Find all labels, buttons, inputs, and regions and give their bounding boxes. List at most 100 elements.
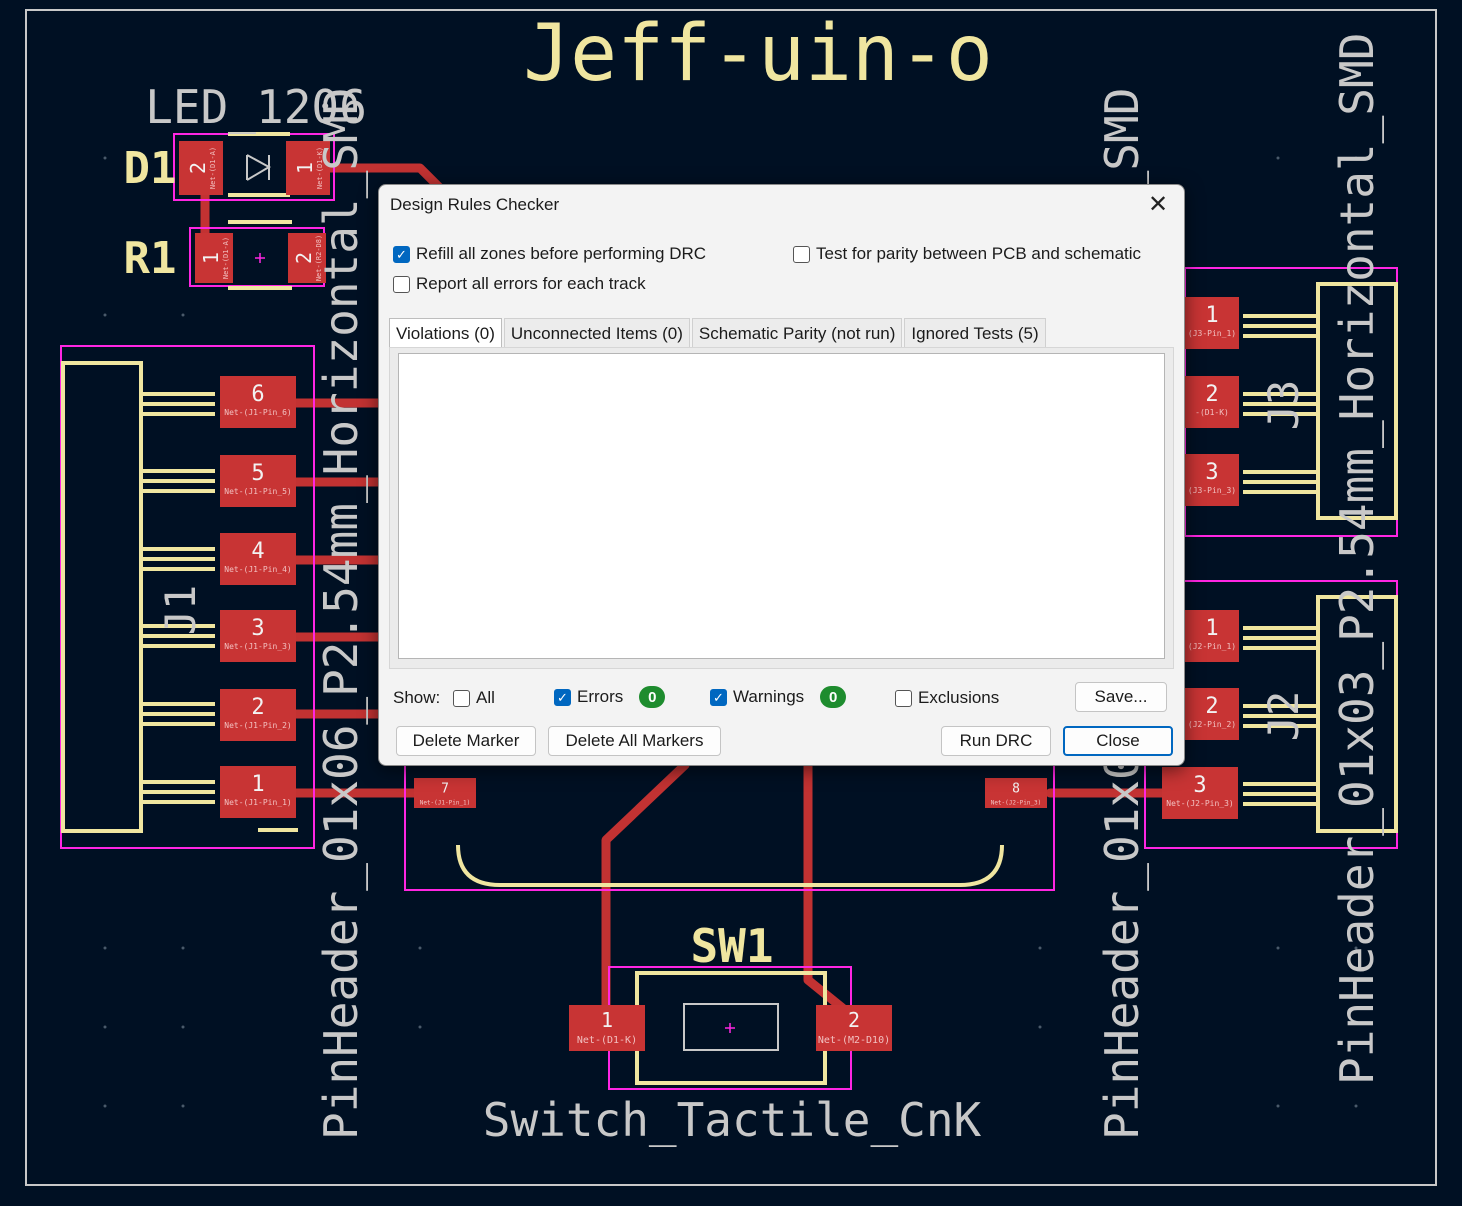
pad-number: 3 bbox=[1193, 773, 1206, 798]
pad-number: 8 bbox=[1012, 781, 1020, 796]
pad-net-name: Net-(J1-Pin_1) bbox=[224, 798, 291, 807]
close-button[interactable]: Close bbox=[1063, 726, 1173, 756]
pad: 2(J2-Pin_2) bbox=[1185, 688, 1239, 740]
pad-copper bbox=[220, 376, 296, 428]
pad-copper bbox=[286, 141, 330, 195]
show-exclusions-label: Exclusions bbox=[918, 688, 1000, 707]
show-errors-label: Errors bbox=[577, 687, 624, 706]
pad-net-name: (J3-Pin_3) bbox=[1188, 486, 1236, 495]
grid-dots bbox=[103, 156, 1358, 1108]
parity-label: Test for parity between PCB and schemati… bbox=[816, 244, 1142, 263]
pad: 3(J3-Pin_3) bbox=[1185, 454, 1239, 506]
delete-all-markers-button[interactable]: Delete All Markers bbox=[548, 726, 721, 756]
pad-copper bbox=[195, 233, 233, 283]
pad-net-name: Net-(J1-Pin_3) bbox=[224, 642, 291, 651]
pad-number: 2 bbox=[292, 252, 316, 264]
show-exclusions-checkbox[interactable]: Exclusions bbox=[895, 688, 999, 708]
fab-outlines bbox=[246, 154, 779, 1051]
pad-number: 2 bbox=[1205, 382, 1218, 407]
j3-footprint-name: PinHeader_01x03_P2.54mm_Horizontal_SMD bbox=[1330, 33, 1384, 1085]
pad-number: 5 bbox=[251, 461, 264, 486]
checkbox-box[interactable] bbox=[453, 689, 470, 707]
pad-copper bbox=[220, 766, 296, 818]
pad: 2-(D1-K) bbox=[1185, 376, 1239, 428]
report-all-errors-checkbox[interactable]: Report all errors for each track bbox=[393, 274, 646, 294]
ref-d1: D1 bbox=[124, 143, 177, 194]
pad-copper bbox=[220, 533, 296, 585]
pad-number: 1 bbox=[251, 772, 264, 797]
pad-copper bbox=[179, 141, 223, 195]
checkbox-box[interactable]: ✓ bbox=[554, 688, 571, 706]
pad-number: 1 bbox=[601, 1008, 613, 1032]
pad-net-name: Net-(D1-K) bbox=[316, 147, 324, 189]
pad-net-name: Net-(M2-D10) bbox=[818, 1035, 890, 1046]
tab-violations[interactable]: Violations (0) bbox=[389, 318, 502, 349]
tab-unconnected-items[interactable]: Unconnected Items (0) bbox=[503, 318, 690, 349]
checkbox-box[interactable]: ✓ bbox=[393, 245, 410, 263]
pad-net-name: (J3-Pin_1) bbox=[1188, 329, 1236, 338]
led-footprint-name: LED_1206 bbox=[145, 80, 367, 134]
delete-marker-button[interactable]: Delete Marker bbox=[396, 726, 536, 756]
save-button[interactable]: Save... bbox=[1075, 682, 1167, 712]
run-drc-button[interactable]: Run DRC bbox=[941, 726, 1051, 756]
pad-copper bbox=[220, 610, 296, 662]
pad-copper bbox=[220, 689, 296, 741]
pad-number: 2 bbox=[186, 162, 210, 174]
refill-zones-checkbox[interactable]: ✓ Refill all zones before performing DRC bbox=[393, 244, 706, 264]
pad-number: 3 bbox=[251, 616, 264, 641]
warnings-count-badge: 0 bbox=[820, 686, 847, 708]
pad-copper bbox=[569, 1005, 645, 1051]
pad-net-name: Net-(J2-Pin_3) bbox=[991, 799, 1042, 806]
show-all-checkbox[interactable]: All bbox=[453, 688, 495, 708]
violations-list[interactable] bbox=[398, 353, 1165, 659]
pad-copper bbox=[288, 233, 326, 283]
pad-net-name: Net-(J1-Pin_6) bbox=[224, 408, 291, 417]
checkbox-box[interactable] bbox=[393, 275, 410, 293]
anchor-marks bbox=[255, 253, 735, 1033]
ref-sw1: SW1 bbox=[690, 919, 773, 973]
report-all-errors-label: Report all errors for each track bbox=[416, 274, 646, 293]
pad-number: 1 bbox=[199, 252, 223, 264]
checkbox-box[interactable] bbox=[895, 689, 912, 707]
pad-copper bbox=[985, 778, 1047, 808]
pad-net-name: -(D1-K) bbox=[1195, 408, 1229, 417]
pad-copper bbox=[220, 455, 296, 507]
pad-number: 6 bbox=[251, 382, 264, 407]
pad: 1(J2-Pin_1) bbox=[1185, 610, 1239, 662]
pad-number: 2 bbox=[1205, 694, 1218, 719]
pad-net-name: Net-(J1-Pin_5) bbox=[224, 487, 291, 496]
pad-number: 1 bbox=[293, 162, 317, 174]
pad-number: 2 bbox=[848, 1008, 860, 1032]
errors-count-badge: 0 bbox=[639, 686, 666, 708]
checkbox-box[interactable]: ✓ bbox=[710, 688, 727, 706]
tab-ignored-tests[interactable]: Ignored Tests (5) bbox=[904, 318, 1046, 349]
pad-number: 7 bbox=[441, 781, 449, 796]
close-icon[interactable]: ✕ bbox=[1147, 191, 1169, 218]
pad-number: 2 bbox=[251, 695, 264, 720]
pad-copper bbox=[1185, 376, 1239, 428]
parity-checkbox[interactable]: Test for parity between PCB and schemati… bbox=[793, 244, 1141, 264]
show-all-label: All bbox=[476, 688, 495, 707]
results-panel bbox=[389, 347, 1174, 669]
pad-number: 1 bbox=[1205, 616, 1218, 641]
dialog-title: Design Rules Checker bbox=[390, 195, 560, 214]
pad-net-name: (J2-Pin_1) bbox=[1188, 642, 1236, 651]
show-warnings-checkbox[interactable]: ✓ Warnings 0 bbox=[710, 686, 847, 708]
pad-net-name: Net-(J2-Pin_3) bbox=[1166, 799, 1233, 808]
pad-copper bbox=[1185, 454, 1239, 506]
pad-net-name: Net-(D1-A) bbox=[209, 147, 217, 189]
copper-tracks bbox=[200, 163, 1170, 1015]
show-errors-checkbox[interactable]: ✓ Errors 0 bbox=[554, 686, 666, 708]
tab-schematic-parity[interactable]: Schematic Parity (not run) bbox=[691, 318, 903, 349]
results-tabs: Violations (0) Unconnected Items (0) Sch… bbox=[389, 318, 1048, 349]
checkbox-box[interactable] bbox=[793, 245, 810, 263]
